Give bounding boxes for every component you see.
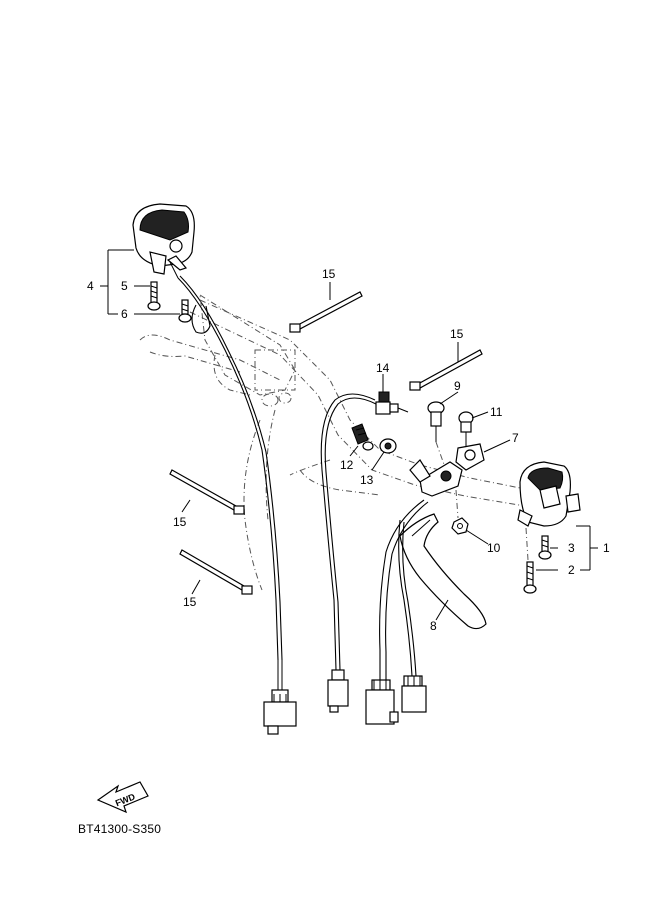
bracket-part-7 [455, 443, 485, 471]
callout-3: 3 [568, 541, 575, 555]
cable-tie-left-lower [179, 549, 253, 595]
nut-part-10 [451, 489, 469, 535]
callout-13: 13 [360, 473, 374, 487]
callout-9: 9 [454, 379, 461, 393]
lever-holder [409, 459, 463, 497]
callout-2: 2 [568, 563, 575, 577]
callout-15-left-upper: 15 [173, 515, 187, 529]
clutch-switch-wire [320, 393, 377, 713]
callout-11: 11 [490, 405, 503, 419]
right-switch-wiring [365, 499, 429, 725]
left-connector [263, 660, 297, 735]
cable-tie-top [289, 291, 363, 333]
screw-part-3 [538, 535, 552, 560]
bolt-part-11 [458, 411, 474, 446]
screw-part-6 [178, 299, 192, 323]
washer-part-13 [379, 438, 397, 454]
forward-arrow-icon: FWD [96, 781, 149, 814]
left-switch-cable [177, 275, 283, 661]
callout-15-top: 15 [322, 267, 336, 281]
callout-4: 4 [87, 279, 94, 293]
screw-part-5 [147, 281, 161, 311]
clutch-switch-part-14 [375, 391, 409, 415]
leader-lines [100, 249, 598, 621]
screw-part-2 [523, 561, 537, 594]
callout-15-left-lower: 15 [183, 595, 197, 609]
left-control-housing [199, 294, 296, 407]
cable-tie-right [409, 349, 483, 391]
callout-10: 10 [487, 541, 501, 555]
cable-tie-left-upper [169, 469, 245, 515]
drawing-code: BT41300-S350 [78, 822, 162, 836]
callout-12: 12 [340, 458, 354, 472]
lever-part-8 [399, 513, 487, 630]
callout-7: 7 [512, 431, 519, 445]
callout-6: 6 [121, 307, 128, 321]
callout-15-right: 15 [450, 327, 464, 341]
right-handlebar-switch [517, 461, 581, 561]
callout-14: 14 [376, 361, 390, 375]
callout-5: 5 [121, 279, 128, 293]
callout-1: 1 [603, 541, 610, 555]
bolt-part-9 [427, 401, 447, 471]
handlebar-outline [139, 299, 531, 591]
callout-8: 8 [430, 619, 437, 633]
screw-part-12 [351, 423, 374, 451]
left-handlebar-switch [132, 203, 195, 279]
